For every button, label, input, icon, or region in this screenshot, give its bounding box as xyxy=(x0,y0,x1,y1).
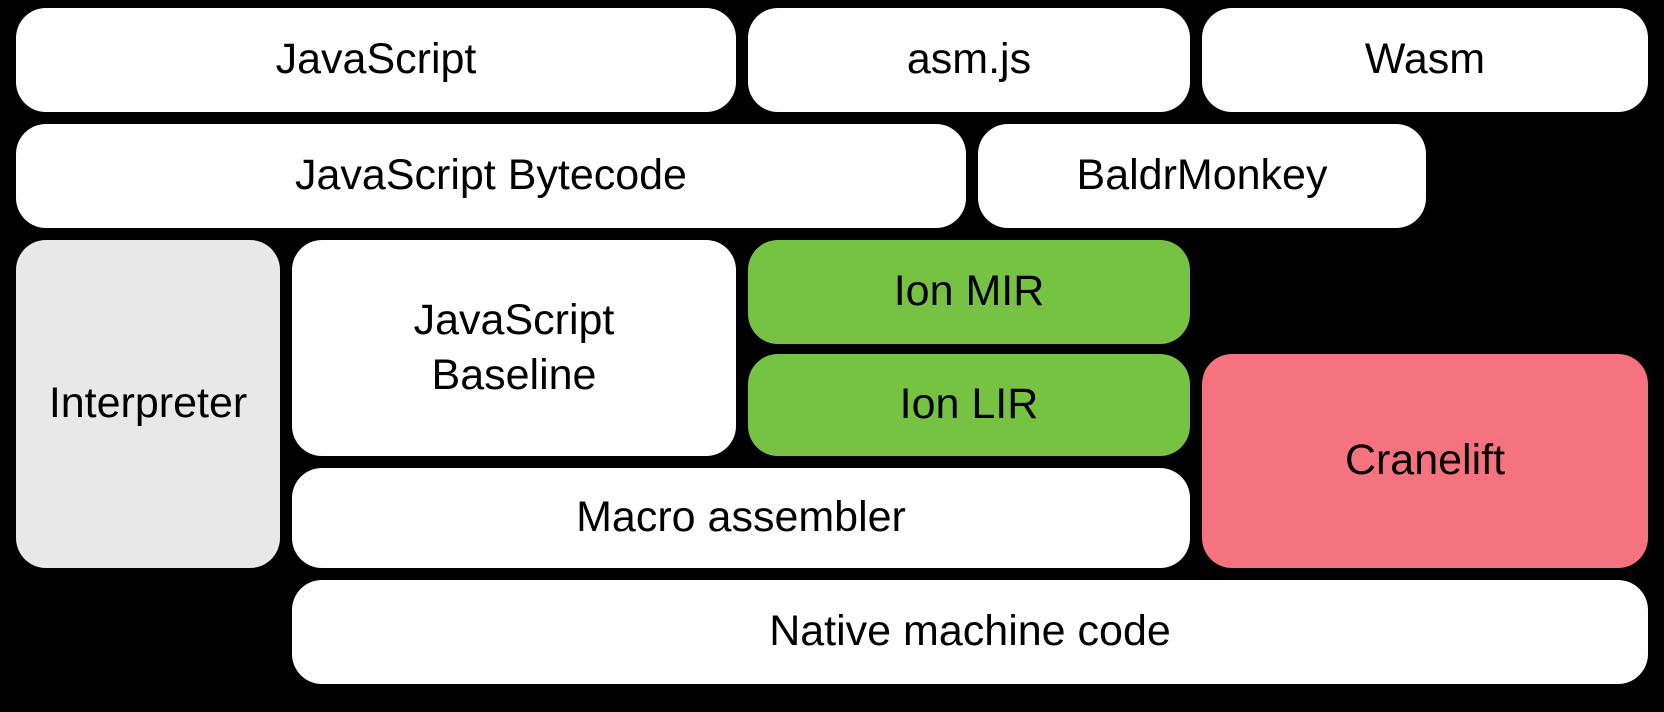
box-ion-lir-label: Ion LIR xyxy=(899,380,1039,429)
box-wasm-label: Wasm xyxy=(1364,35,1486,84)
box-javascript-bytecode: JavaScript Bytecode xyxy=(16,124,966,228)
box-javascript: JavaScript xyxy=(16,8,736,112)
box-macro-assembler: Macro assembler xyxy=(292,468,1190,568)
box-wasm: Wasm xyxy=(1202,8,1648,112)
box-interpreter: Interpreter xyxy=(16,240,280,568)
box-baldrmonkey-label: BaldrMonkey xyxy=(1076,151,1328,200)
box-javascript-baseline-label: JavaScript Baseline xyxy=(413,295,615,399)
box-asmjs-label: asm.js xyxy=(906,35,1032,84)
box-cranelift: Cranelift xyxy=(1202,354,1648,568)
box-javascript-baseline: JavaScript Baseline xyxy=(292,240,736,456)
box-baldrmonkey: BaldrMonkey xyxy=(978,124,1426,228)
box-asmjs: asm.js xyxy=(748,8,1190,112)
box-javascript-label: JavaScript xyxy=(275,35,477,84)
box-native-machine-code-label: Native machine code xyxy=(769,607,1171,656)
box-ion-mir: Ion MIR xyxy=(748,240,1190,344)
box-cranelift-label: Cranelift xyxy=(1344,436,1506,485)
box-interpreter-label: Interpreter xyxy=(48,379,248,428)
box-ion-mir-label: Ion MIR xyxy=(893,267,1045,316)
box-native-machine-code: Native machine code xyxy=(292,580,1648,684)
box-ion-lir: Ion LIR xyxy=(748,354,1190,456)
box-javascript-bytecode-label: JavaScript Bytecode xyxy=(295,151,687,200)
box-macro-assembler-label: Macro assembler xyxy=(576,493,906,542)
